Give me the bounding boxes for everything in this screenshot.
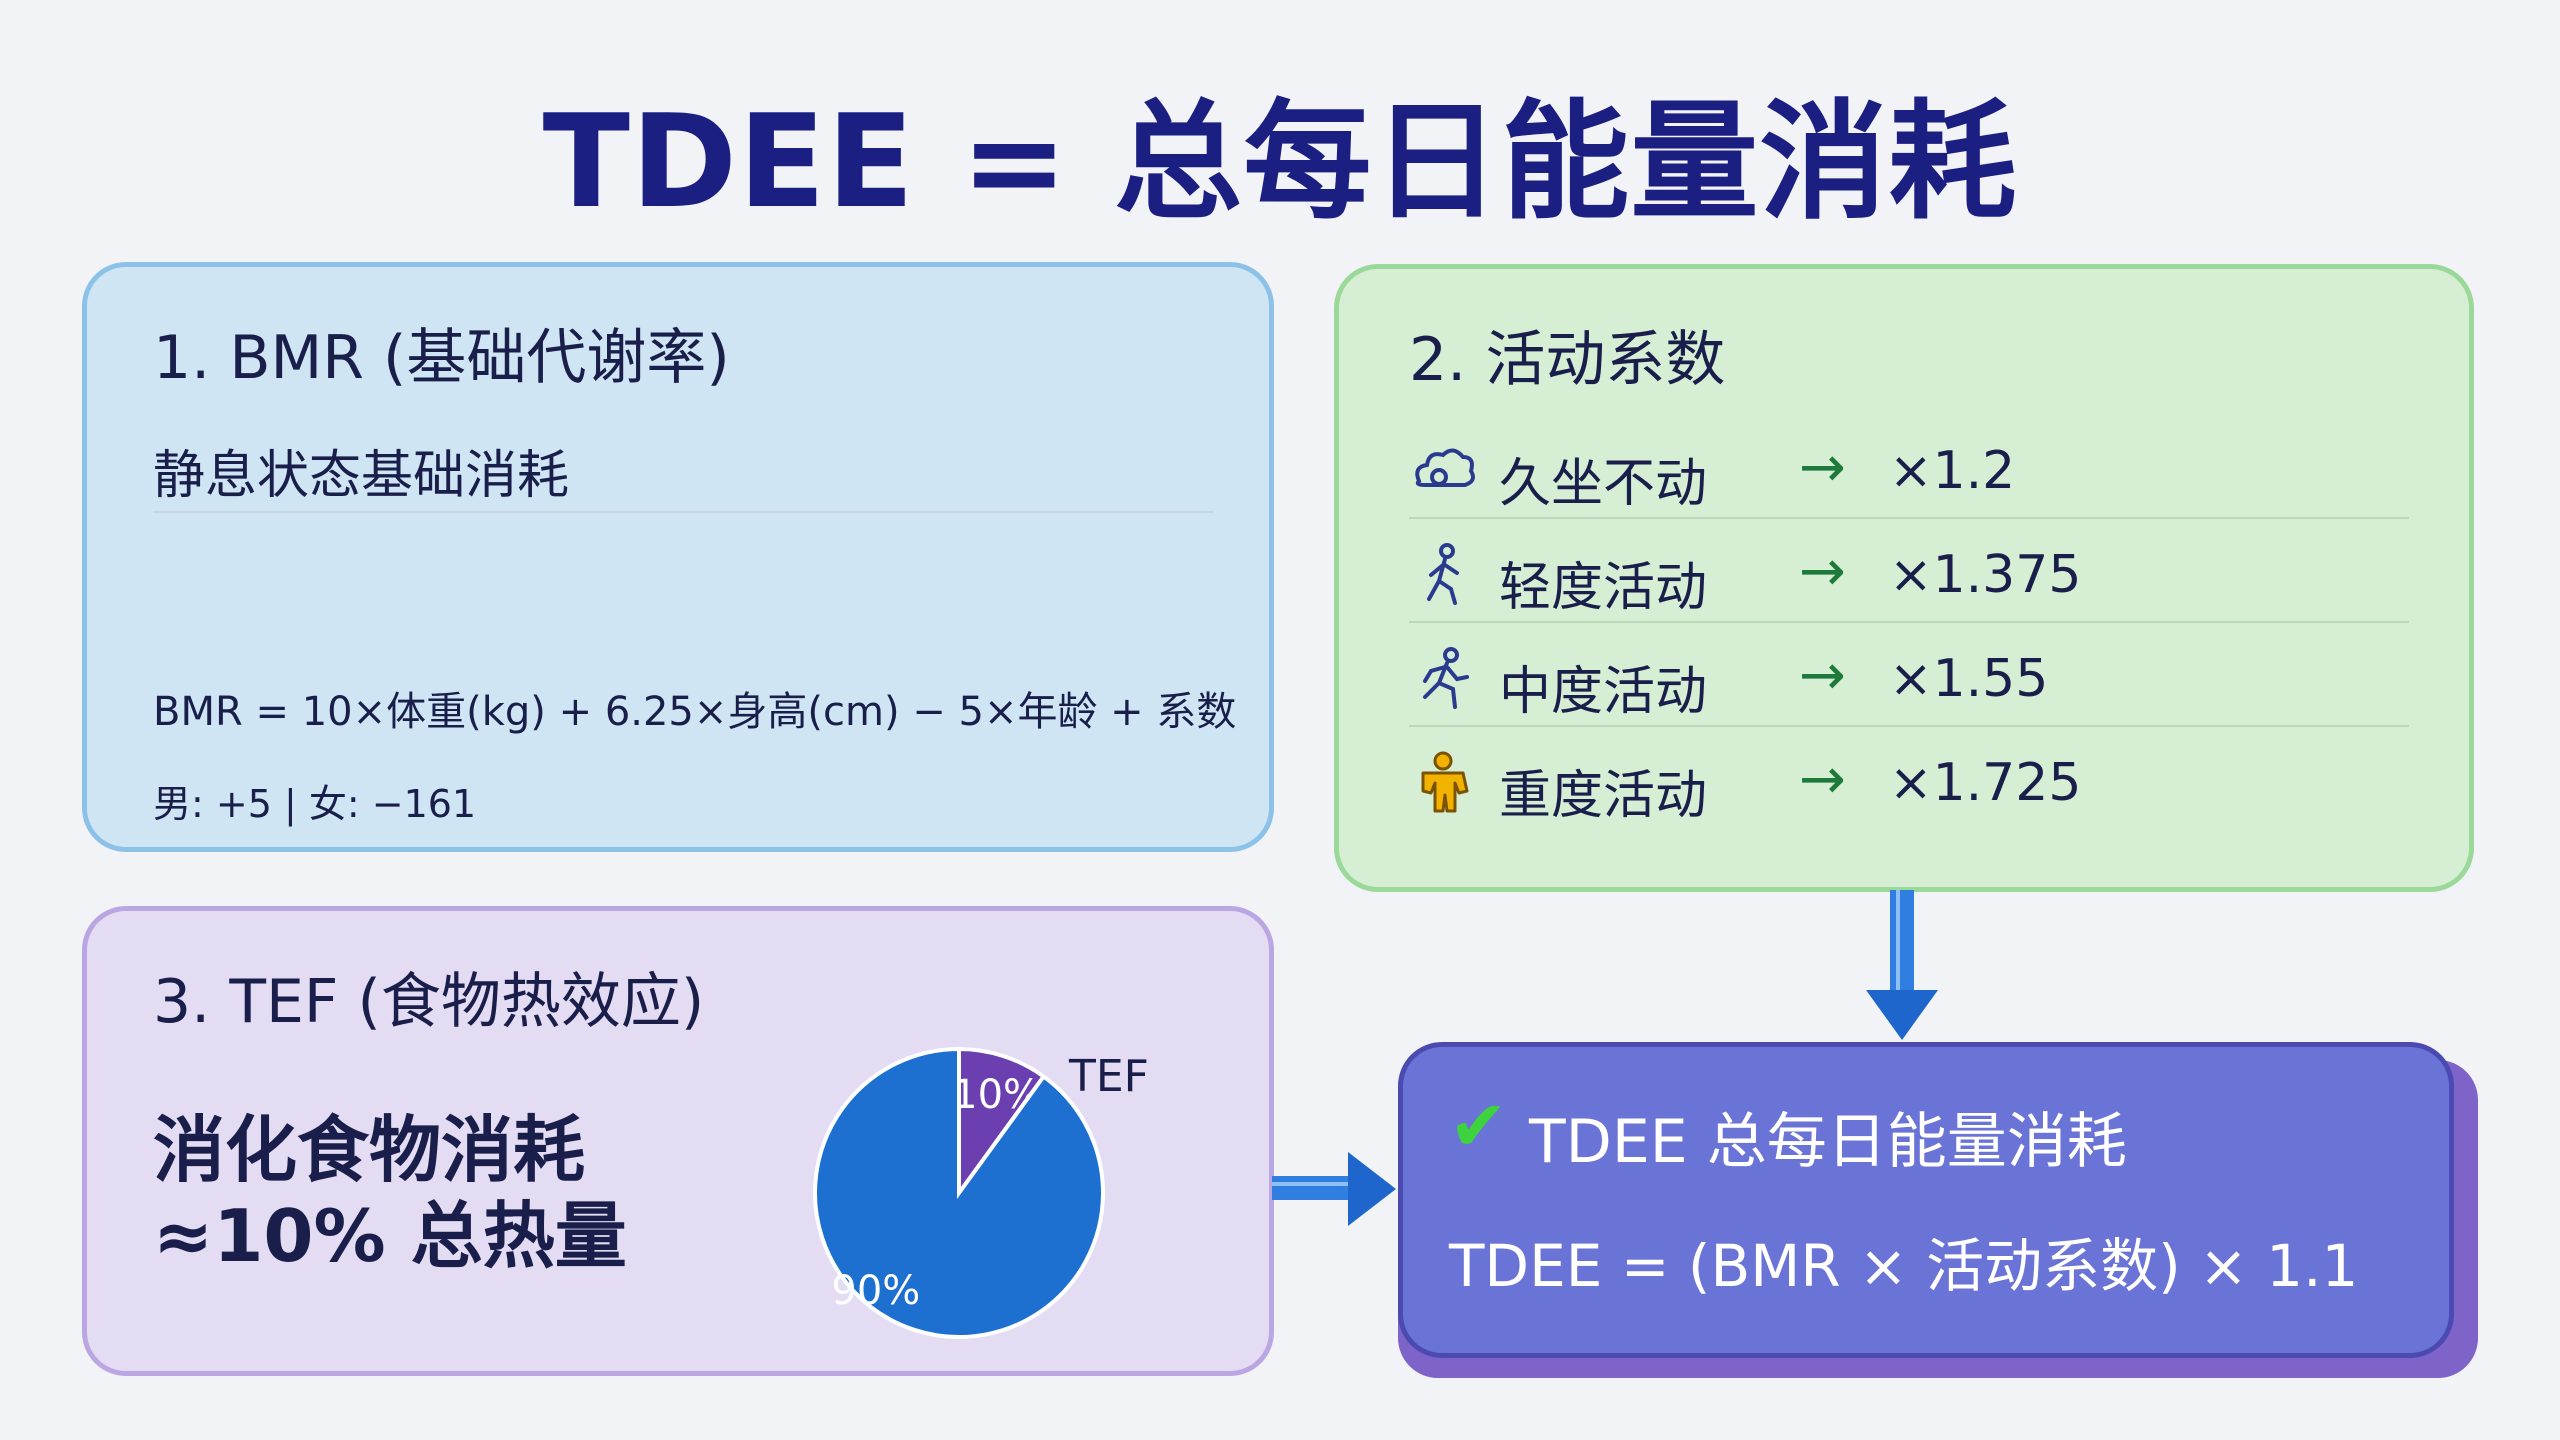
activity-divider [1409,725,2409,727]
arrow-right-icon: → [1799,643,1846,708]
tef-pie-chart: 10%90% TEF [813,1046,1147,1339]
pie-slice-10 [957,1046,1047,1200]
tdee-heading: TDEE 总每日能量消耗 [1529,1107,2127,1177]
pie-slice-label: 90% [831,1268,920,1314]
check-icon: ✔ [1449,1085,1508,1167]
tef-heading: 3. TEF (食物热效应) [153,967,705,1037]
activity-factor: ×1.2 [1889,441,2016,501]
tef-card: 3. TEF (食物热效应) 消化食物消耗 ≈10% 总热量 10%90% TE… [82,906,1274,1376]
activity-row-heavy: 重度活动 → ×1.725 [1409,731,2409,831]
pie-legend-label: TEF [1068,1051,1147,1102]
activity-row-sedentary: 久坐不动 → ×1.2 [1409,419,2409,519]
arrow-right-icon: → [1799,747,1846,812]
activity-label: 中度活动 [1499,662,1708,722]
activity-divider [1409,517,2409,519]
arrow-down-icon [1866,890,1938,1040]
tef-line-2: ≈10% 总热量 [153,1194,627,1278]
activity-label: 轻度活动 [1499,558,1708,618]
bmr-formula: BMR = 10×体重(kg) + 6.25×身高(cm) − 5×年龄 + 系… [153,689,1237,735]
pie-slice-90 [813,1046,1105,1339]
activity-factor: ×1.55 [1889,649,2049,709]
arrow-right-icon: → [1799,435,1846,500]
activity-card: 2. 活动系数 久坐不动 → ×1.2 轻度活动 → ×1.375 中度活动 →… [1334,264,2474,892]
walking-icon [1427,543,1459,605]
arrow-right-icon [1272,1152,1396,1226]
page-title: TDEE = 总每日能量消耗 [542,88,2018,237]
arrow-right-icon: → [1799,539,1846,604]
bmr-heading: 1. BMR (基础代谢率) [153,323,730,393]
sofa-icon [1415,448,1475,487]
activity-heading: 2. 活动系数 [1409,325,1726,395]
running-icon [1423,647,1469,709]
bmr-sex-note: 男: +5 | 女: −161 [153,782,477,826]
activity-row-light: 轻度活动 → ×1.375 [1409,523,2409,623]
activity-factor: ×1.725 [1889,753,2082,813]
bmr-card: 1. BMR (基础代谢率) 静息状态基础消耗 BMR = 10×体重(kg) … [82,262,1274,852]
weightlifter-icon [1421,751,1469,813]
activity-label: 重度活动 [1499,766,1708,826]
activity-label: 久坐不动 [1499,454,1708,514]
activity-row-moderate: 中度活动 → ×1.55 [1409,627,2409,727]
tdee-formula: TDEE = (BMR × 活动系数) × 1.1 [1449,1232,2359,1300]
activity-factor: ×1.375 [1889,545,2082,605]
tdee-card: ✔ TDEE 总每日能量消耗 TDEE = (BMR × 活动系数) × 1.1 [1398,1042,2454,1358]
tef-line-1: 消化食物消耗 [153,1108,586,1192]
bmr-subtitle: 静息状态基础消耗 [153,446,570,506]
activity-divider [1409,621,2409,623]
bmr-divider [153,511,1213,513]
